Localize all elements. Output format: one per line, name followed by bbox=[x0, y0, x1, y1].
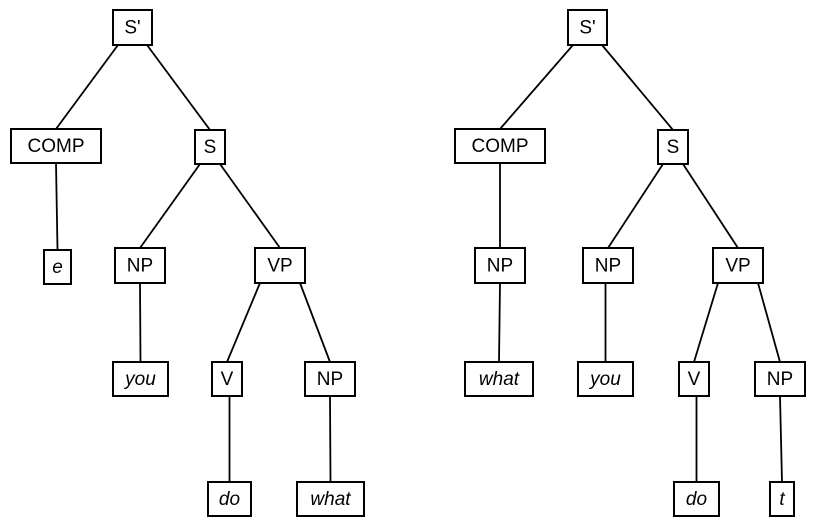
tree-edge-R-Sbar-to-R-COMP bbox=[499, 44, 574, 130]
tree-node-L-VP: VP bbox=[254, 247, 306, 284]
tree-edge-R-S-to-R-NP1 bbox=[607, 163, 664, 249]
tree-node-L-V: V bbox=[211, 361, 243, 397]
node-label-R-V: V bbox=[688, 369, 701, 390]
edges-layer bbox=[55, 44, 783, 483]
node-box-L-NP2 bbox=[304, 361, 356, 397]
node-box-R-Sbar bbox=[567, 9, 608, 46]
node-label-L-do: do bbox=[219, 489, 240, 510]
tree-edge-L-NP2-to-L-what bbox=[329, 395, 332, 483]
tree-node-L-do: do bbox=[207, 481, 252, 517]
node-box-R-NP1 bbox=[582, 247, 634, 284]
node-box-R-you bbox=[577, 361, 634, 397]
node-box-L-V bbox=[211, 361, 243, 397]
node-label-R-what: what bbox=[479, 369, 520, 390]
node-label-L-you: you bbox=[123, 369, 156, 390]
tree-node-R-COMP: COMP bbox=[454, 128, 546, 164]
tree-node-R-Sbar: S' bbox=[567, 9, 608, 46]
tree-node-L-you: you bbox=[112, 361, 169, 397]
tree-node-R-V: V bbox=[678, 361, 710, 397]
node-box-R-COMP bbox=[454, 128, 546, 164]
node-box-L-VP bbox=[254, 247, 306, 284]
node-label-R-you: you bbox=[588, 369, 621, 390]
tree-node-R-t: t bbox=[769, 481, 795, 517]
node-label-R-COMP: COMP bbox=[472, 136, 529, 157]
node-label-R-VP: VP bbox=[725, 256, 750, 277]
node-box-R-NP0 bbox=[474, 247, 526, 284]
tree-node-R-S: S bbox=[657, 129, 689, 165]
node-label-L-Sbar: S' bbox=[124, 18, 140, 39]
node-label-R-t: t bbox=[779, 489, 785, 510]
node-box-L-Sbar bbox=[112, 9, 153, 46]
node-label-L-VP: VP bbox=[267, 256, 292, 277]
tree-node-L-NP1: NP bbox=[114, 247, 166, 284]
node-box-R-t bbox=[769, 481, 795, 517]
node-label-R-do: do bbox=[686, 489, 707, 510]
node-box-L-S bbox=[194, 129, 226, 165]
tree-node-R-do: do bbox=[673, 481, 720, 517]
tree-node-R-what: what bbox=[464, 361, 534, 397]
tree-node-R-VP: VP bbox=[712, 247, 764, 284]
tree-edges-deep-structure-tree bbox=[55, 44, 332, 483]
node-label-L-V: V bbox=[221, 369, 234, 390]
node-label-R-NP0: NP bbox=[487, 256, 513, 277]
tree-nodes-surface-structure-tree: S' COMP S NP NP VP what you V NP do t bbox=[454, 9, 806, 517]
node-label-L-COMP: COMP bbox=[28, 136, 85, 157]
node-label-L-what: what bbox=[310, 489, 351, 510]
tree-edge-L-VP-to-L-NP2 bbox=[299, 282, 331, 363]
tree-edge-R-Sbar-to-R-S bbox=[601, 44, 674, 131]
node-label-R-NP1: NP bbox=[595, 256, 621, 277]
tree-edge-L-S-to-L-VP bbox=[219, 163, 281, 249]
node-box-L-NP1 bbox=[114, 247, 166, 284]
node-box-L-what bbox=[296, 481, 365, 517]
node-box-L-you bbox=[112, 361, 169, 397]
tree-edge-L-S-to-L-NP1 bbox=[139, 163, 201, 249]
tree-edge-R-S-to-R-VP bbox=[682, 163, 739, 249]
tree-node-R-NP0: NP bbox=[474, 247, 526, 284]
node-box-R-do bbox=[673, 481, 720, 517]
node-box-R-V bbox=[678, 361, 710, 397]
tree-edge-L-Sbar-to-L-COMP bbox=[55, 44, 119, 130]
tree-edge-L-COMP-to-L-e bbox=[55, 162, 59, 251]
tree-edge-R-NP2-to-R-t bbox=[779, 395, 783, 483]
node-box-L-COMP bbox=[10, 128, 102, 164]
tree-edges-surface-structure-tree bbox=[498, 44, 783, 483]
tree-node-L-what: what bbox=[296, 481, 365, 517]
tree-node-R-NP1: NP bbox=[582, 247, 634, 284]
node-label-L-e: e bbox=[52, 257, 63, 278]
node-box-R-what bbox=[464, 361, 534, 397]
tree-edge-R-NP0-to-R-what bbox=[498, 282, 501, 363]
tree-node-L-S: S bbox=[194, 129, 226, 165]
tree-edge-R-VP-to-R-V bbox=[693, 282, 719, 363]
node-label-L-S: S bbox=[204, 137, 217, 158]
tree-edge-L-Sbar-to-L-S bbox=[146, 44, 211, 131]
node-box-R-VP bbox=[712, 247, 764, 284]
tree-edge-R-VP-to-R-NP2 bbox=[757, 282, 781, 363]
tree-node-L-Sbar: S' bbox=[112, 9, 153, 46]
node-label-R-S: S bbox=[667, 137, 680, 158]
tree-node-R-NP2: NP bbox=[754, 361, 806, 397]
tree-node-R-you: you bbox=[577, 361, 634, 397]
node-box-R-S bbox=[657, 129, 689, 165]
node-box-L-e bbox=[43, 249, 72, 285]
node-box-R-NP2 bbox=[754, 361, 806, 397]
tree-edge-L-VP-to-L-V bbox=[226, 282, 261, 363]
node-label-L-NP2: NP bbox=[317, 369, 343, 390]
node-box-L-do bbox=[207, 481, 252, 517]
node-label-R-Sbar: S' bbox=[579, 18, 595, 39]
tree-edge-L-NP1-to-L-you bbox=[139, 282, 142, 363]
tree-node-L-e: e bbox=[43, 249, 72, 285]
tree-node-L-NP2: NP bbox=[304, 361, 356, 397]
node-label-R-NP2: NP bbox=[767, 369, 793, 390]
tree-node-L-COMP: COMP bbox=[10, 128, 102, 164]
node-label-L-NP1: NP bbox=[127, 256, 153, 277]
